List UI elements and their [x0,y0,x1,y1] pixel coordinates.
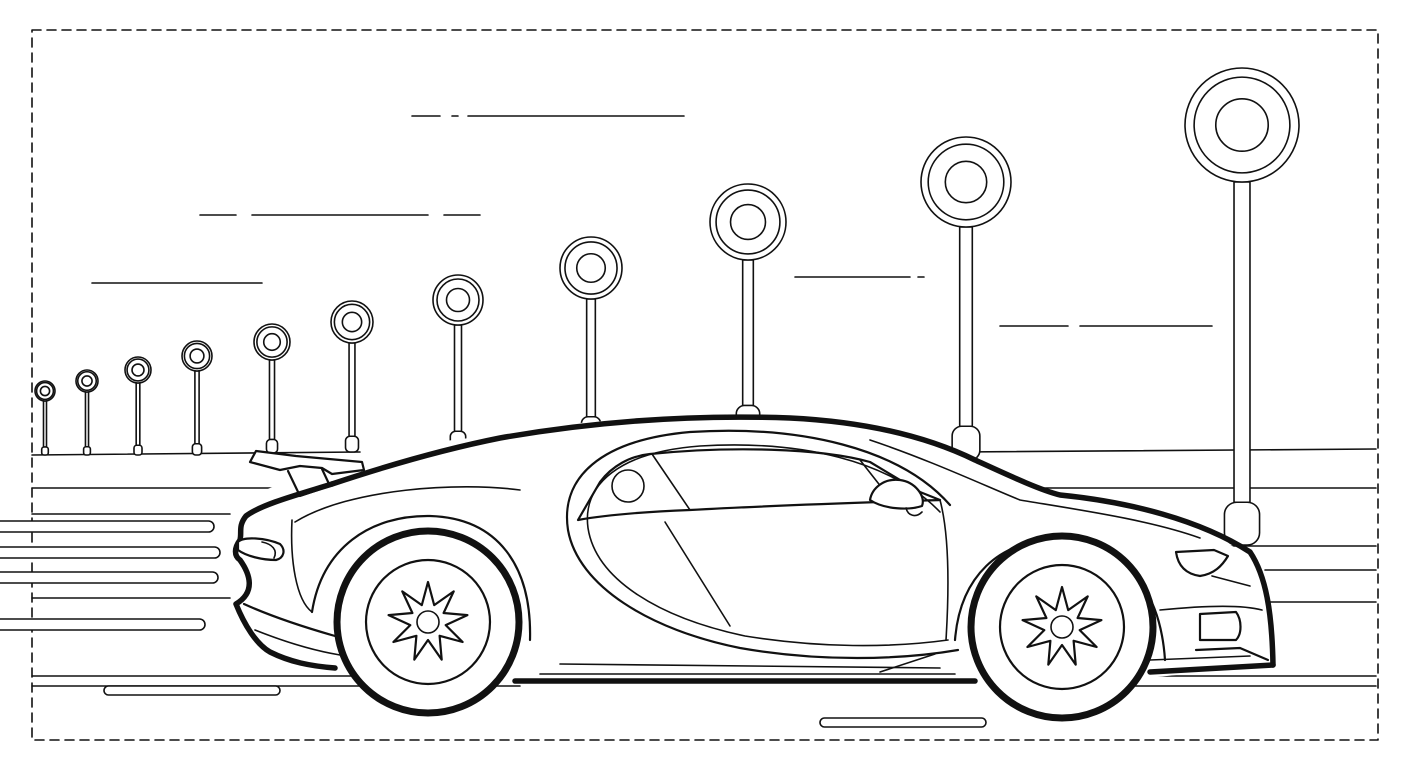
rear-window-porthole [611,469,645,503]
hood-line [869,439,1201,539]
wheel-hub-star [387,580,469,661]
wheels [333,527,1157,722]
front-grille [1198,610,1242,642]
horizon-line-right [959,448,1377,453]
side-mirror [868,478,924,510]
rear-lower-sweep [254,629,341,656]
rear-light-inner [261,541,277,559]
window-front-pillar [859,459,883,489]
rear-wheel-arch [310,514,532,642]
circular-sign-post-icon [709,183,787,435]
rear-diffuser [242,602,337,638]
wheel-icon [967,532,1157,722]
motion-pills [0,520,987,728]
rear-body-line [294,486,521,523]
circular-sign-post-icon [181,340,213,456]
rear-fender-curve [290,519,313,613]
circular-sign-post-icon [253,323,291,454]
rear-light [236,537,285,562]
circular-sign-post-icon [34,380,56,456]
door-rear-edge [939,499,949,641]
speed-pill [819,717,987,728]
rear-wing [248,449,366,476]
sky-speed-lines [91,115,1213,327]
circular-sign-post-icon [920,136,1012,461]
wheel-icon [333,527,523,717]
dashed-border-frame [31,29,1379,741]
circular-sign-post-icon [124,356,152,456]
circular-sign-post-icon [559,236,623,441]
speed-pill [0,571,219,584]
headlight [1174,548,1230,578]
circular-sign-post-icon [330,300,374,453]
circular-sign-post-icon [75,369,99,456]
door-line [664,521,731,627]
car-rear-outline [232,481,338,671]
speed-pill [103,685,281,696]
side-skirt-accent [879,653,936,673]
headlight-line [1211,575,1251,587]
speed-pill [0,618,206,631]
streetlight-row [34,67,1300,546]
side-skirt [559,663,941,669]
front-bumper-line [1159,605,1263,611]
speed-pill [0,546,221,559]
mirror-stem [905,507,923,517]
side-c-sweep [565,429,960,660]
wheel-hub-star [1021,585,1103,666]
car-front-lower [1147,662,1276,675]
front-splitter [1194,646,1270,662]
sports-car-outline [232,414,1276,722]
speed-pill [0,520,215,533]
car-roof-line [329,414,1276,668]
window-pillar [651,453,691,511]
front-lower-line [1149,655,1251,661]
circular-sign-post-icon [1184,67,1300,546]
circular-sign-post-icon [432,274,484,451]
